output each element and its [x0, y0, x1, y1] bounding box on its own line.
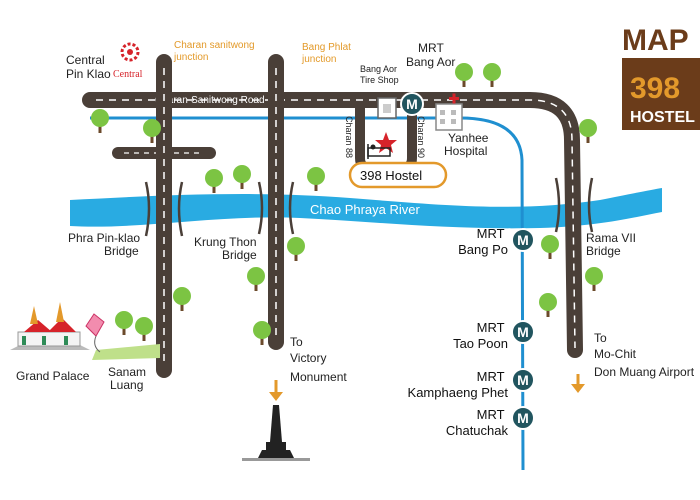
mrt-symbol: M [517, 232, 529, 248]
mrt-symbol: M [517, 372, 529, 388]
krung-thon-bridge-marker [257, 181, 295, 235]
brand-number: 398 [630, 72, 680, 105]
hostel-label-box: 398 Hostel [348, 161, 448, 189]
mrt-symbol: M [517, 324, 529, 340]
grand-palace-label: Grand Palace [16, 369, 90, 383]
charan-90-label: Charan 90 [416, 116, 426, 158]
tree-icon [483, 63, 501, 87]
charan-junction-label: Charan sanitwong junction [173, 40, 257, 63]
mrt-badges: M M M M M [400, 92, 535, 430]
tree-icon [307, 167, 325, 191]
pin-klao-bridge-label: Phra Pin-klao Bridge [68, 231, 143, 258]
chao-phraya-river [70, 188, 662, 229]
tree-icon [247, 267, 265, 291]
sanam-luang-label: Sanam Luang [108, 365, 149, 392]
tree-icon [253, 321, 271, 345]
mrt-tao-poon-label: MRT Tao Poon [453, 320, 508, 351]
victory-monument-icon [242, 405, 310, 461]
hostel-name: 398 Hostel [360, 168, 422, 183]
tire-shop-icon [377, 97, 397, 119]
bang-phlat-junction-label: Bang Phlat junction [301, 42, 354, 65]
down-arrow-icon [571, 374, 585, 393]
mrt-station-icon: M [511, 320, 535, 344]
tree-icon [115, 311, 133, 335]
tree-icon [287, 237, 305, 261]
hospital-icon [435, 93, 463, 131]
krung-thon-bridge-label: Krung Thon Bridge [194, 235, 260, 262]
tree-icon [539, 293, 557, 317]
victory-monument-label: To Victory Monument [290, 335, 347, 384]
mrt-station-icon: M [511, 368, 535, 392]
mrt-kamphaeng-phet-label: MRT Kamphaeng Phet [408, 369, 509, 400]
tree-icon [585, 267, 603, 291]
mrt-line [90, 116, 525, 471]
yanhee-hospital-label: Yanhee Hospital [444, 131, 492, 158]
grand-palace-icon [10, 302, 90, 350]
tree-icon [91, 109, 109, 133]
tree-icon [233, 165, 251, 189]
sanam-luang-field [92, 344, 160, 360]
mrt-symbol: M [406, 96, 418, 112]
mrt-bang-aor-label: MRT Bang Aor [406, 41, 455, 69]
kite-icon [85, 313, 105, 353]
rama7-bridge-label: Rama VII Bridge [586, 231, 639, 258]
brand-subtitle: HOSTEL [630, 109, 695, 126]
mrt-chatuchak-label: MRT Chatuchak [446, 407, 509, 438]
tree-icon [205, 169, 223, 193]
bed-icon [367, 144, 391, 159]
tree-icon [135, 317, 153, 341]
central-pin-klao-label: Central Pin Klao [66, 53, 111, 81]
brand-title: MAP [622, 24, 689, 57]
tree-icon [173, 287, 191, 311]
mrt-station-icon: M [511, 228, 535, 252]
tire-shop-label: Bang Aor Tire Shop [360, 64, 400, 85]
tree-icon [455, 63, 473, 87]
charan-sanitwong-road [82, 92, 583, 358]
central-logo: Central [113, 42, 143, 80]
rama7-bridge-marker [554, 177, 594, 233]
charan-sanitwong-road-label: Charan-Sanitwong Road [155, 95, 265, 106]
hostel-star-icon [375, 132, 397, 153]
tree-icon [143, 119, 161, 143]
tree-icon [541, 235, 559, 259]
trees [91, 63, 603, 345]
tree-icon [579, 119, 597, 143]
brand-block: MAP 398 HOSTEL [622, 24, 700, 130]
charan-88-label: Charan 88 [344, 116, 354, 158]
mrt-bang-po-label: MRT Bang Po [458, 226, 508, 257]
river-label: Chao Phraya River [310, 202, 420, 217]
down-arrow-icon [269, 380, 283, 401]
pin-klao-bridge-marker [144, 181, 184, 237]
mochit-airport-label: To Mo-Chit Don Muang Airport [594, 331, 695, 379]
central-logo-text: Central [113, 69, 143, 80]
mrt-station-icon: M [400, 92, 424, 116]
mrt-station-icon: M [511, 406, 535, 430]
mrt-symbol: M [517, 410, 529, 426]
